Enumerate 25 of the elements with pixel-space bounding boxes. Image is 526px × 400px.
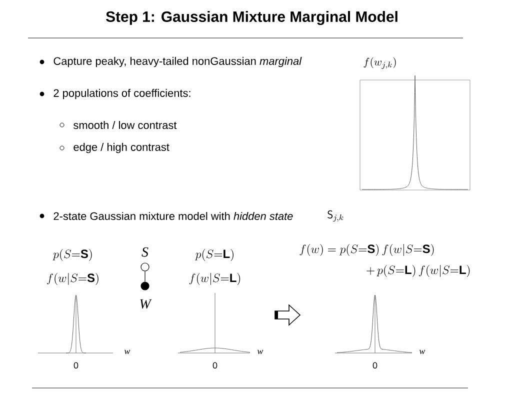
tick-label: 0 xyxy=(372,362,378,369)
formula: $f(w_{j,k})$ xyxy=(364,57,396,69)
formula: $f(w|S{=}\textbf{L})$ xyxy=(189,273,240,285)
variable-label: W xyxy=(140,299,152,309)
state-node xyxy=(140,262,150,272)
state-node xyxy=(140,282,150,290)
axis-label: w xyxy=(419,350,426,354)
bullet-text: Capture peaky, heavy-tailed nonGaussian marginal xyxy=(54,56,302,68)
tick-label: 0 xyxy=(74,362,78,369)
tick-label: 0 xyxy=(212,362,218,369)
variable-label: S xyxy=(142,247,148,257)
axis-label: w xyxy=(257,350,264,354)
formula: $f(w|S{=}\textbf{S})$ xyxy=(47,273,98,285)
title: Step 1: Gaussian Mixture Marginal Model xyxy=(106,11,398,25)
bullet-text: 2-state Gaussian mixture model with hidden state xyxy=(54,212,293,220)
formula: $f(w) = p(S{=}\textbf{S})\, f(w|S{=}\textbf{S})$ xyxy=(300,244,434,256)
formula: $p(S{=}\textbf{S})$ xyxy=(52,249,92,261)
formula: $\textsf{S}_{j,k}$ xyxy=(328,210,344,222)
formula: $+\, p(S{=}\textbf{L})\, f(w|S{=}\textbf{L})$ xyxy=(366,265,470,277)
formula: $p(S{=}\textbf{L})$ xyxy=(195,249,234,261)
sub-bullet-text: edge / high contrast xyxy=(74,142,170,154)
axis-label: w xyxy=(124,350,130,354)
sub-bullet-text: smooth / low contrast xyxy=(74,120,177,130)
connector-line xyxy=(144,271,146,282)
bullet-text: 2 populations of coefficients: xyxy=(54,88,190,100)
